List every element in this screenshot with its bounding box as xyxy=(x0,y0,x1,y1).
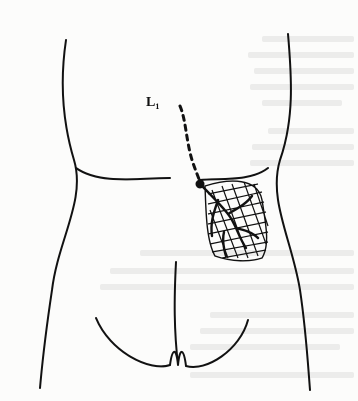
right-torso-outline xyxy=(277,34,310,390)
right-buttock-outline xyxy=(186,168,268,367)
hatched-pain-area xyxy=(205,181,268,261)
vertebra-label: L₁ xyxy=(146,95,160,111)
gluteal-cleft xyxy=(170,262,186,366)
spine-dashes xyxy=(180,106,200,182)
left-torso-outline xyxy=(40,40,77,388)
left-buttock-outline xyxy=(76,168,170,366)
